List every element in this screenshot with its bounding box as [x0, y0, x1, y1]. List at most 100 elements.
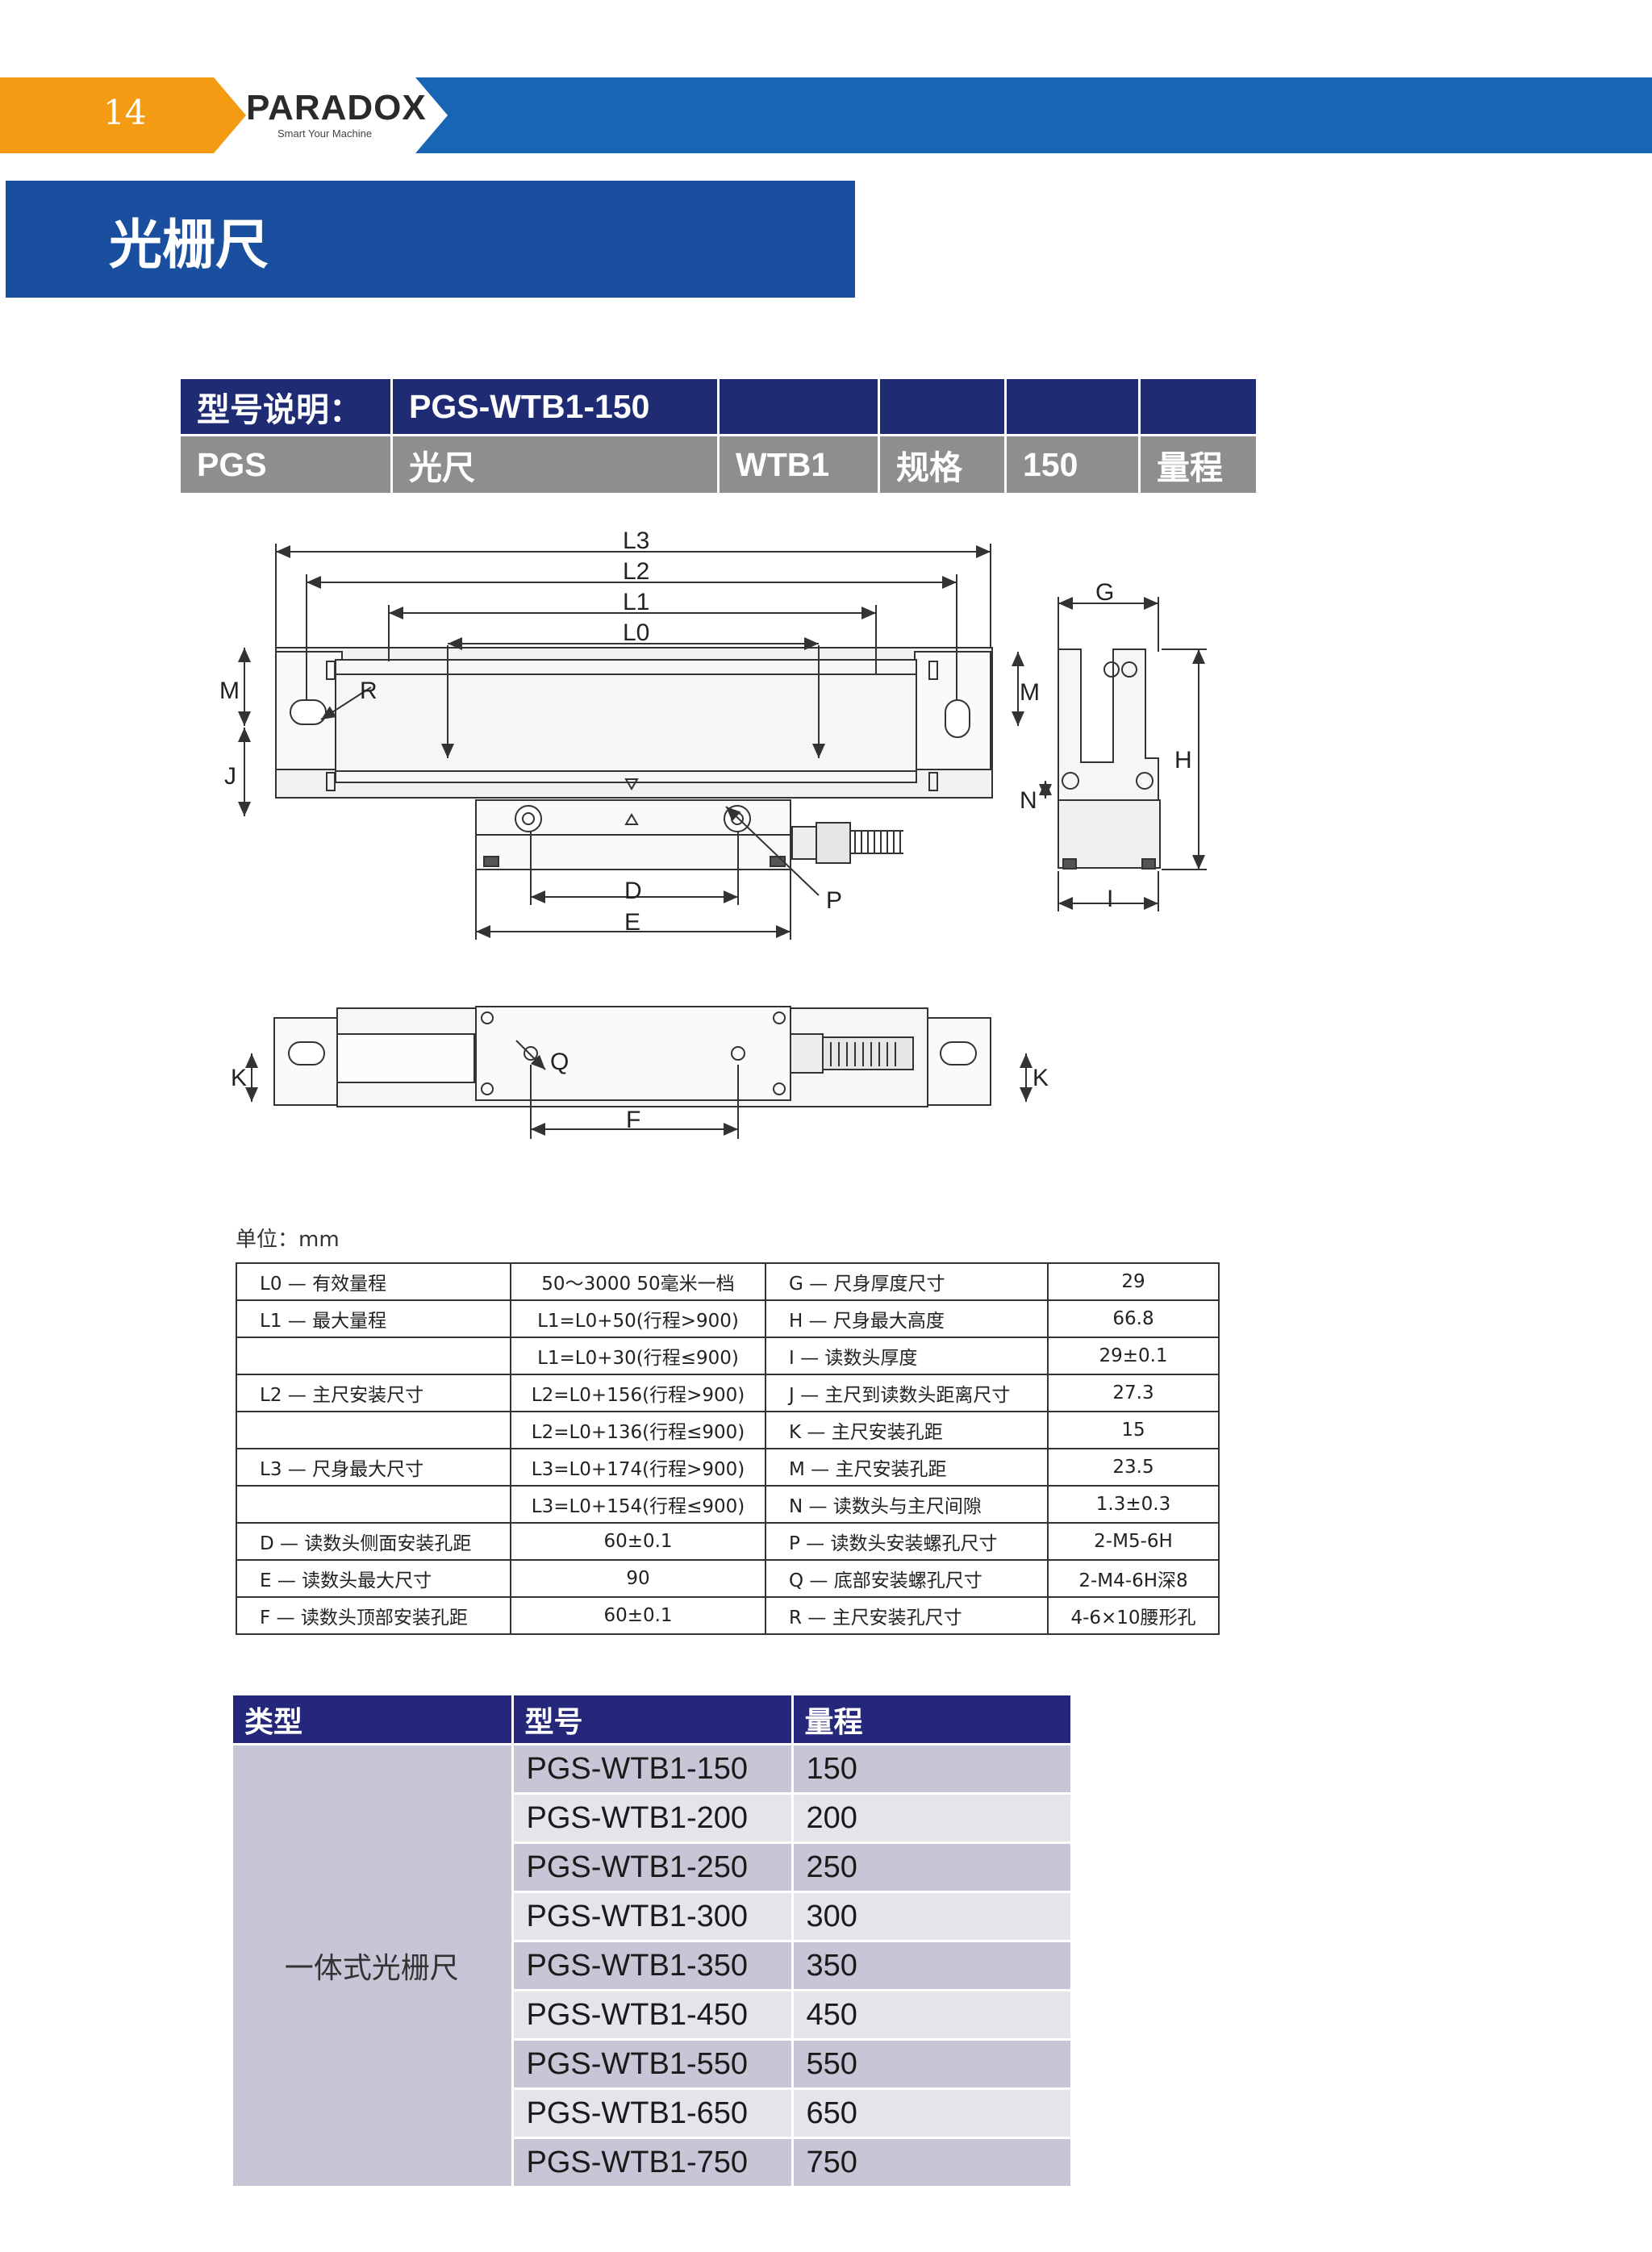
product-range-cell: 300 — [792, 1891, 1073, 1941]
spec-label: L1 — 最大量程 — [236, 1299, 511, 1338]
dim-label: E — [624, 909, 640, 936]
dim-label: L3 — [623, 528, 649, 554]
product-range-cell: 450 — [792, 1989, 1073, 2040]
spec-label: J — 主尺到读数头距离尺寸 — [765, 1374, 1049, 1412]
dimension-drawings: L3 L2 L1 L0 M R J M D E P G H N I K K Q … — [219, 528, 1207, 1139]
product-model-cell: PGS-WTB1-550 — [512, 2038, 794, 2089]
dim-label: L2 — [623, 558, 649, 585]
product-model-cell: PGS-WTB1-350 — [512, 1940, 794, 1991]
section-title: 光栅尺 — [109, 214, 269, 276]
model-cell: PGS — [181, 434, 393, 493]
dim-label: K — [1032, 1065, 1049, 1091]
header-cell: 量程 — [792, 1695, 1073, 1745]
spec-label: L2 — 主尺安装尺寸 — [236, 1374, 511, 1412]
spec-value: 90 — [510, 1559, 766, 1598]
product-model-cell: PGS-WTB1-450 — [512, 1989, 794, 2040]
spec-label: M — 主尺安装孔距 — [765, 1448, 1049, 1487]
dim-label: R — [360, 678, 378, 704]
dim-label: M — [219, 678, 240, 704]
spec-value: 4-6×10腰形孔 — [1047, 1596, 1220, 1635]
spec-label: I — 读数头厚度 — [765, 1337, 1049, 1375]
spec-value: L1=L0+50(行程>900) — [510, 1299, 766, 1338]
spec-label: P — 读数头安装螺孔尺寸 — [765, 1522, 1049, 1561]
spec-value: 27.3 — [1047, 1374, 1220, 1412]
product-model-cell: PGS-WTB1-200 — [512, 1792, 794, 1843]
spec-value: 60±0.1 — [510, 1522, 766, 1561]
section-title-bar — [6, 181, 855, 298]
dim-label: L0 — [623, 619, 649, 646]
spec-value: L1=L0+30(行程≤900) — [510, 1337, 766, 1375]
product-range-cell: 550 — [792, 2038, 1073, 2089]
spec-label: K — 主尺安装孔距 — [765, 1411, 1049, 1449]
unit-label: 单位：mm — [236, 1228, 340, 1252]
spec-label: L3 — 尺身最大尺寸 — [236, 1448, 511, 1487]
spec-label: Q — 底部安装螺孔尺寸 — [765, 1559, 1049, 1598]
spec-value: L3=L0+174(行程>900) — [510, 1448, 766, 1487]
spec-value: L2=L0+136(行程≤900) — [510, 1411, 766, 1449]
spec-label — [236, 1485, 511, 1524]
product-model-cell: PGS-WTB1-750 — [512, 2137, 794, 2186]
brand-tagline: Smart Your Machine — [277, 127, 373, 140]
model-cell: 光尺 — [391, 434, 720, 493]
model-cell — [1139, 379, 1258, 436]
model-cell — [878, 379, 1007, 436]
model-cell — [718, 379, 880, 436]
product-table-header: 类型 型号 量程 — [233, 1695, 1073, 1745]
model-cell — [1005, 379, 1141, 436]
product-range-cell: 650 — [792, 2087, 1073, 2138]
product-model-cell: PGS-WTB1-250 — [512, 1841, 794, 1892]
header-page-tab — [0, 77, 250, 153]
product-model-cell: PGS-WTB1-650 — [512, 2087, 794, 2138]
product-model-cell: PGS-WTB1-150 — [512, 1743, 794, 1794]
dim-label: D — [624, 878, 642, 904]
spec-value: 15 — [1047, 1411, 1220, 1449]
spec-value: L2=L0+156(行程>900) — [510, 1374, 766, 1412]
product-type-cell: 一体式光栅尺 — [233, 1743, 514, 2186]
dim-label: L1 — [623, 589, 649, 615]
product-range-cell: 250 — [792, 1841, 1073, 1892]
spec-label: N — 读数头与主尺间隙 — [765, 1485, 1049, 1524]
spec-value: 1.3±0.3 — [1047, 1485, 1220, 1524]
spec-value: 50～3000 50毫米一档 — [510, 1262, 766, 1301]
spec-label: F — 读数头顶部安装孔距 — [236, 1596, 511, 1635]
spec-value: 29 — [1047, 1262, 1220, 1301]
spec-label: L0 — 有效量程 — [236, 1262, 511, 1301]
spec-value: 2-M4-6H深8 — [1047, 1559, 1220, 1598]
product-model-cell: PGS-WTB1-300 — [512, 1891, 794, 1941]
product-range-cell: 150 — [792, 1743, 1073, 1794]
model-cell: 量程 — [1139, 434, 1258, 493]
header-cell: 型号 — [512, 1695, 794, 1745]
dim-label: H — [1174, 747, 1192, 774]
header-cell: 类型 — [233, 1695, 514, 1745]
model-cell: PGS-WTB1-150 — [391, 379, 720, 436]
spec-label: R — 主尺安装孔尺寸 — [765, 1596, 1049, 1635]
model-code-table: 型号说明： PGS-WTB1-150 PGS 光尺 WTB1 规格 150 量程 — [181, 379, 1258, 493]
top-view-drawing — [245, 1006, 1032, 1139]
dim-label: Q — [550, 1049, 569, 1075]
model-cell: 型号说明： — [181, 379, 393, 436]
side-view-drawing — [1039, 597, 1207, 911]
spec-value: 2-M5-6H — [1047, 1522, 1220, 1561]
spec-value: 66.8 — [1047, 1299, 1220, 1338]
dim-label: I — [1107, 886, 1113, 912]
model-code-row-1: 型号说明： PGS-WTB1-150 — [181, 379, 1258, 436]
